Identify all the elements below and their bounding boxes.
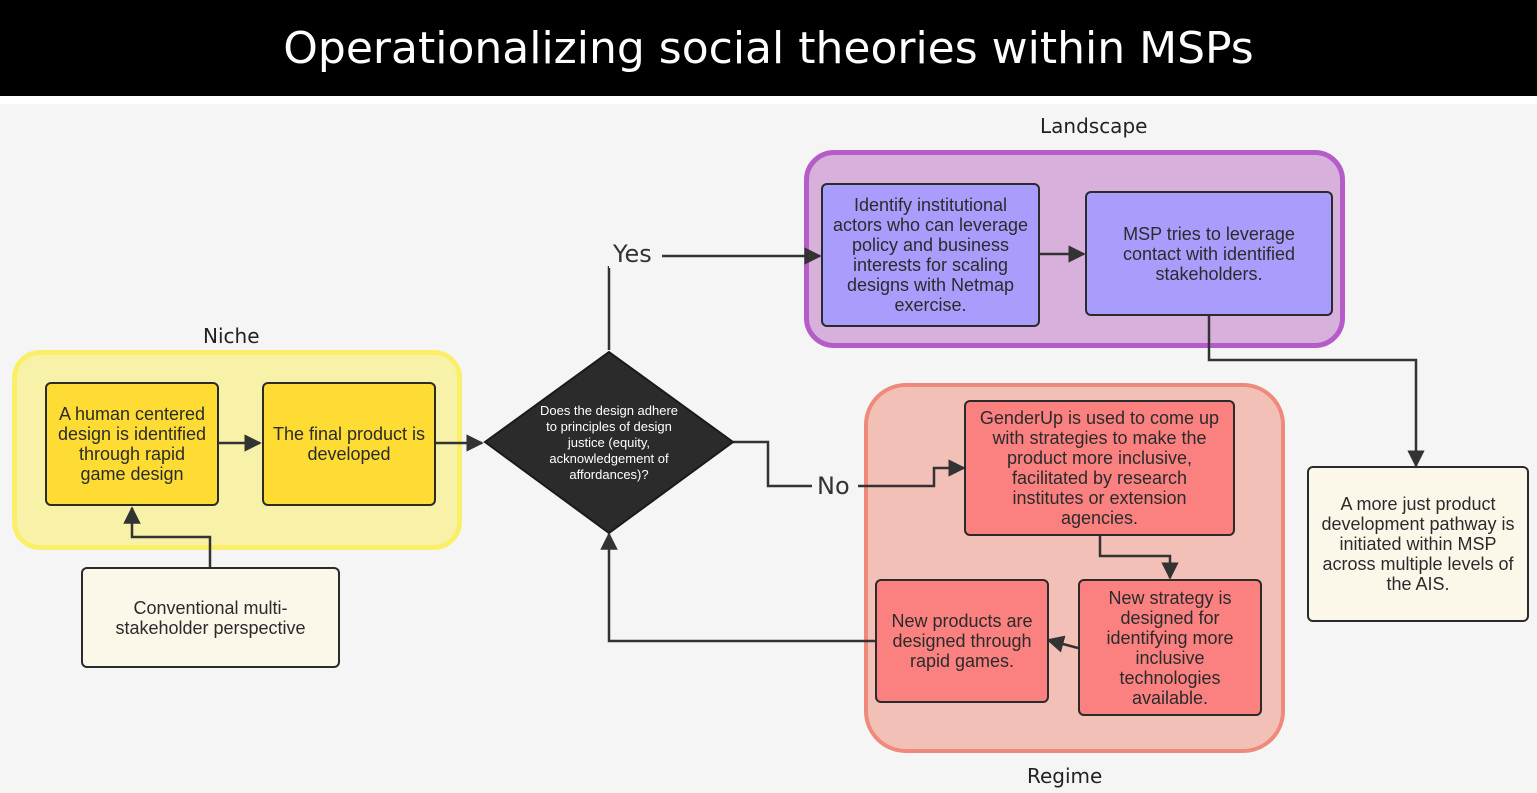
new-products-node: New products are designed through rapid …	[875, 579, 1049, 703]
niche-label: Niche	[203, 324, 260, 348]
just-pathway-node: A more just product development pathway …	[1307, 466, 1529, 622]
edge-products-to-decision	[600, 532, 875, 643]
slide-title: Operationalizing social theories within …	[0, 0, 1537, 96]
identify-actors-node: Identify institutional actors who can le…	[821, 183, 1040, 327]
conventional-perspective-node: Conventional multi-stakeholder perspecti…	[81, 567, 340, 668]
final-product-node: The final product is developed	[262, 382, 436, 506]
regime-label: Regime	[1027, 764, 1103, 788]
edge-strategy-to-products	[1046, 635, 1079, 653]
edge-genderup-to-strategy	[1098, 536, 1179, 580]
edge-conventional-to-human	[123, 506, 212, 567]
no-label: No	[813, 472, 854, 500]
edge-msp-to-pathway	[1207, 316, 1425, 468]
decision-node: Does the design adhere to principles of …	[539, 403, 679, 482]
human-centered-design-node: A human centered design is identified th…	[45, 382, 219, 506]
msp-leverage-node: MSP tries to leverage contact with ident…	[1085, 191, 1333, 316]
new-strategy-node: New strategy is designed for identifying…	[1078, 579, 1262, 716]
genderup-node: GenderUp is used to come up with strateg…	[964, 400, 1235, 536]
edge-decision-no	[733, 440, 812, 488]
yes-label: Yes	[609, 240, 656, 268]
decision-diamond	[483, 350, 735, 535]
edge-no-to-genderup	[858, 459, 966, 488]
landscape-label: Landscape	[1040, 114, 1148, 138]
